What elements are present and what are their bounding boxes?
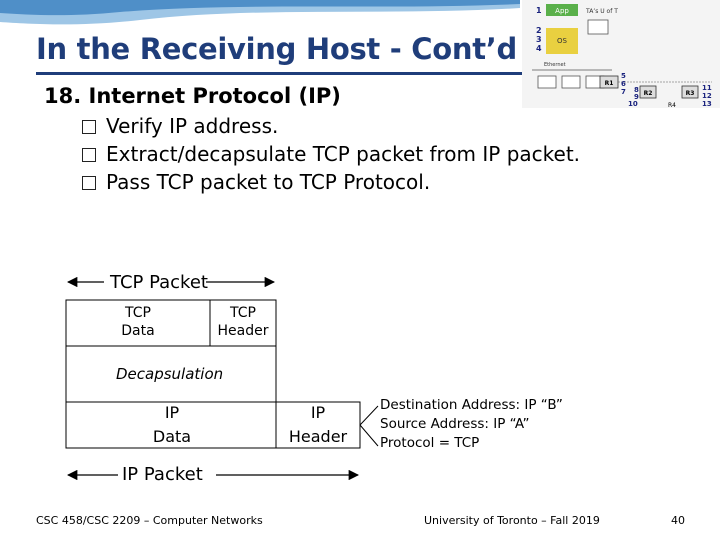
app-layer-box	[546, 4, 578, 16]
hop-number: 12	[702, 92, 712, 100]
hop-number: 10	[628, 100, 638, 108]
bullet-item: Extract/decapsulate TCP packet from IP p…	[82, 142, 580, 166]
computer-icon	[537, 75, 557, 89]
destination-address: Destination Address: IP “B”	[380, 397, 563, 413]
header-wave-decoration	[0, 0, 520, 25]
router-label: R2	[644, 90, 653, 97]
bullet-text: Pass TCP packet to TCP Protocol.	[106, 170, 431, 194]
hop-number: 13	[702, 100, 712, 108]
step-heading: 18. Internet Protocol (IP)	[44, 84, 341, 108]
tcp-packet-label: TCP Packet	[110, 272, 208, 293]
ip-header-label: IP Header	[288, 403, 348, 446]
title-underline	[36, 72, 524, 75]
os-layer-box	[546, 28, 578, 54]
tcp-header-box	[209, 299, 277, 347]
network-stack-figure: App TA’s U of T OS Ethernet 1 2 3 4 R1 R…	[522, 0, 720, 108]
layer-number: 2	[536, 26, 542, 35]
os-layer-label: OS	[557, 37, 568, 45]
checkbox-bullet-icon	[82, 148, 96, 162]
computer-icon	[587, 19, 609, 35]
router-icon	[681, 85, 699, 99]
hop-number: 6	[621, 80, 626, 88]
tcp-header-label: TCP Header	[217, 305, 269, 339]
hop-number: 11	[702, 84, 712, 92]
slide-title: In the Receiving Host - Cont’d	[36, 32, 517, 66]
router-icon	[639, 85, 657, 99]
footer-university: University of Toronto – Fall 2019	[424, 514, 600, 527]
hop-number: 8	[634, 86, 639, 94]
footer-course: CSC 458/CSC 2209 – Computer Networks	[36, 514, 263, 527]
checkbox-bullet-icon	[82, 176, 96, 190]
ip-header-fields: Destination Address: IP “B” Source Addre…	[380, 396, 563, 453]
bullet-item: Verify IP address.	[82, 114, 278, 138]
ip-header-box	[275, 401, 361, 449]
router-label: R4	[668, 102, 676, 108]
hop-number: 5	[621, 72, 626, 80]
bullet-text: Extract/decapsulate TCP packet from IP p…	[106, 142, 581, 166]
checkbox-bullet-icon	[82, 120, 96, 134]
app-note: TA’s U of T	[585, 8, 618, 15]
bullet-item: Pass TCP packet to TCP Protocol.	[82, 170, 430, 194]
bullet-text: Verify IP address.	[106, 114, 279, 138]
ip-data-box	[65, 401, 277, 449]
header-callout-bracket	[359, 405, 379, 447]
hop-number: 7	[621, 88, 626, 96]
tcp-data-box	[65, 299, 211, 347]
computer-icon	[561, 75, 581, 89]
router-label: R3	[686, 90, 695, 97]
layer-number: 4	[536, 44, 542, 53]
tcp-data-label: TCP Data	[121, 305, 155, 339]
ip-data-label: IP Data	[152, 403, 192, 446]
hop-number: 9	[634, 93, 639, 101]
page-number: 40	[671, 514, 685, 527]
protocol-field: Protocol = TCP	[380, 435, 480, 451]
layer-number: 3	[536, 35, 542, 44]
ethernet-label: Ethernet	[544, 62, 566, 68]
decapsulation-label: Decapsulation	[114, 365, 226, 383]
layer-number: 1	[536, 6, 542, 15]
source-address: Source Address: IP “A”	[380, 416, 530, 432]
ip-packet-label: IP Packet	[122, 464, 203, 485]
router-label: R1	[605, 80, 614, 87]
app-layer-label: App	[555, 7, 569, 15]
